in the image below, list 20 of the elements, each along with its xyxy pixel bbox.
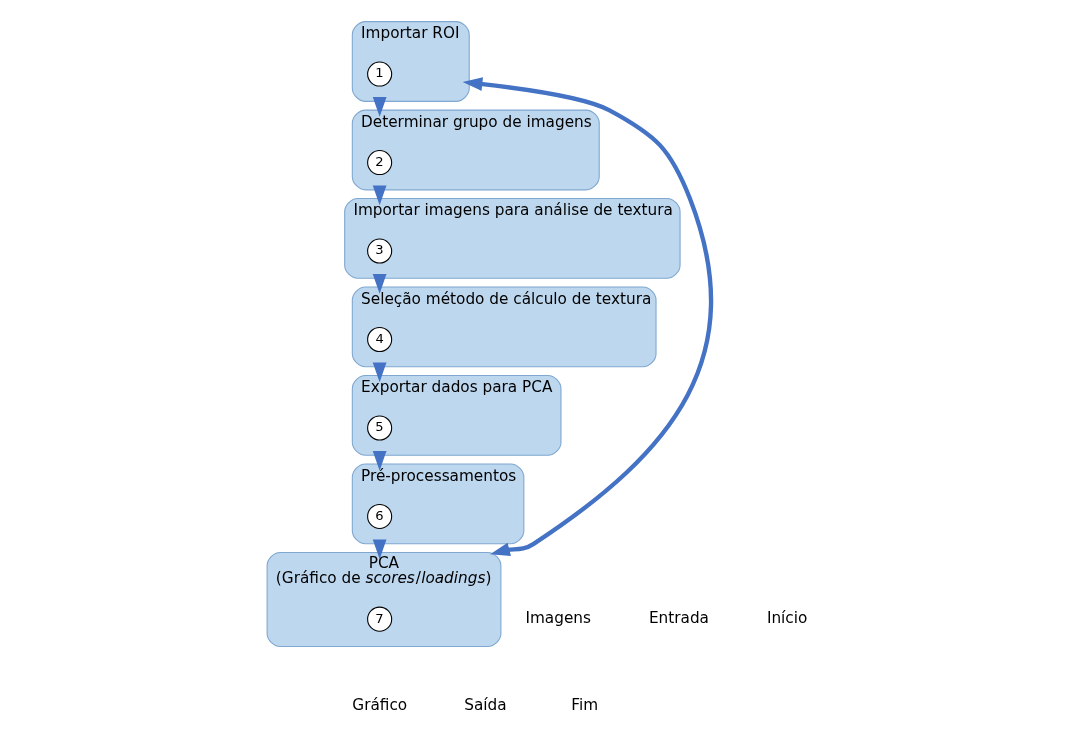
label: Gráfico: [352, 695, 408, 714]
arrow: [462, 77, 713, 557]
node-circle: 6: [367, 503, 393, 530]
node-circle: 3: [367, 238, 393, 264]
label: Saída: [464, 695, 507, 714]
label: Imagens: [525, 609, 591, 628]
arrow: [372, 273, 387, 294]
arrow: [372, 185, 387, 206]
node-circle: 2: [367, 149, 393, 176]
label: Fim: [571, 695, 599, 714]
node-circle: 5: [367, 415, 393, 441]
label: Início: [766, 609, 808, 628]
arrow: [372, 539, 387, 560]
arrow: [372, 450, 387, 471]
node-circle: 1: [367, 61, 393, 87]
arrow: [372, 362, 387, 383]
node-circle: 7: [367, 606, 393, 632]
label: Entrada: [648, 609, 709, 628]
arrow: [372, 96, 387, 117]
node-circle: 4: [367, 326, 393, 353]
